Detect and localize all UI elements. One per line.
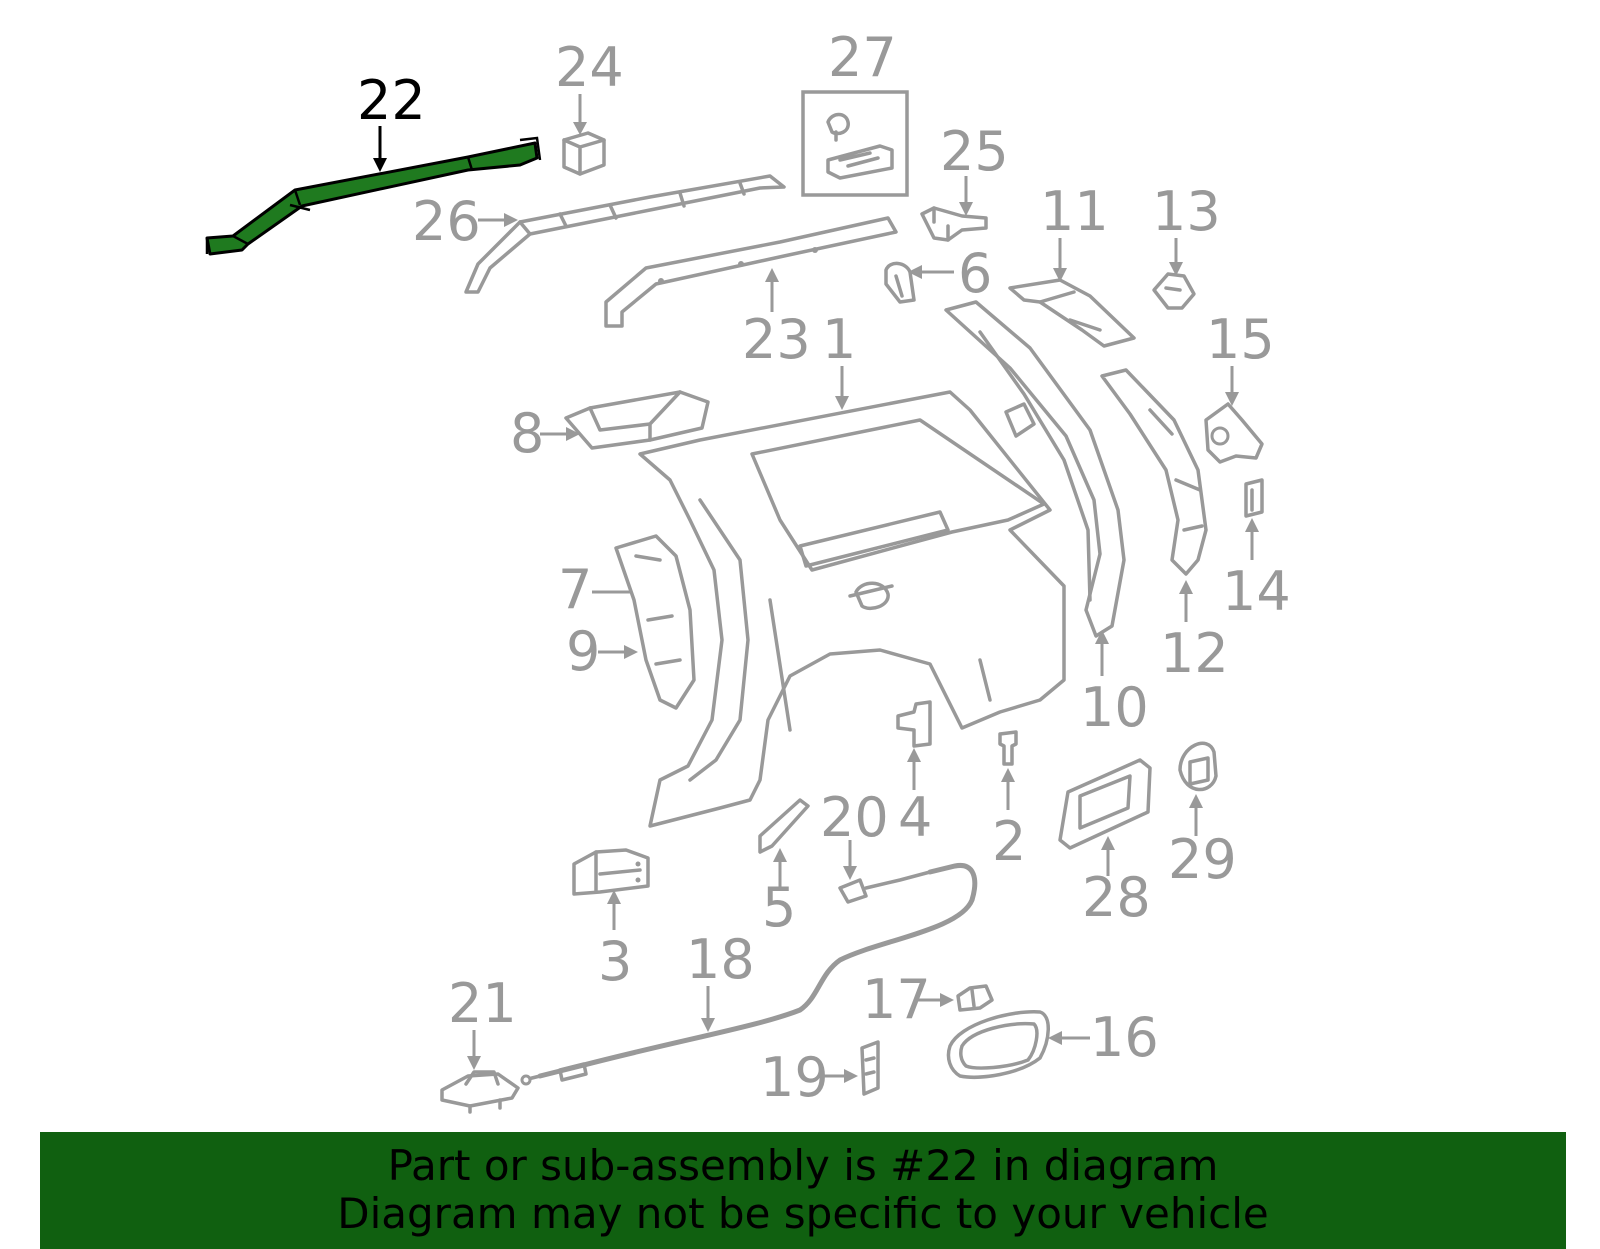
- callout-10: 10: [1080, 676, 1149, 739]
- callout-17-arrow: [916, 993, 954, 1007]
- part-21-lever: [440, 1070, 520, 1114]
- part-6-clip: [884, 261, 916, 304]
- part-16-fuel-lid: [946, 1010, 1050, 1079]
- callout-18-arrow: [701, 986, 715, 1032]
- banner-line-disclaimer: Diagram may not be specific to your vehi…: [337, 1189, 1269, 1238]
- callout-18: 18: [686, 928, 755, 991]
- part-15-bracket: [1204, 402, 1264, 464]
- callout-13-arrow: [1169, 238, 1183, 276]
- callout-21: 21: [448, 972, 517, 1035]
- callout-4-arrow: [907, 748, 921, 790]
- callout-23: 23: [742, 308, 811, 371]
- callout-12: 12: [1160, 622, 1229, 685]
- callout-9: 9: [566, 620, 600, 683]
- callout-25-arrow: [959, 176, 973, 216]
- part-8-panel: [564, 390, 710, 450]
- callout-12-arrow: [1179, 580, 1193, 622]
- callout-5-arrow: [773, 848, 787, 890]
- callout-11: 11: [1040, 180, 1109, 243]
- part-4-bracket: [896, 700, 932, 748]
- callout-7: 7: [558, 558, 592, 621]
- callout-19: 19: [760, 1046, 829, 1109]
- part-10-wheelhouse: [944, 300, 1126, 638]
- part-11-panel: [1008, 278, 1136, 348]
- callout-4: 4: [898, 786, 932, 849]
- part-19-bracket: [860, 1040, 880, 1096]
- callout-1-arrow: [835, 366, 849, 410]
- part-23-rail: [604, 216, 898, 328]
- callout-2: 2: [992, 810, 1026, 873]
- callout-14-arrow: [1245, 518, 1259, 560]
- part-1-quarter-panel: [638, 390, 1066, 828]
- callout-16: 16: [1090, 1006, 1159, 1069]
- callout-3: 3: [598, 930, 632, 993]
- callout-21-arrow: [467, 1030, 481, 1070]
- callout-6-arrow: [908, 265, 954, 279]
- part-24-block: [562, 131, 606, 176]
- callout-10-arrow: [1095, 630, 1109, 676]
- callout-23-arrow: [765, 268, 779, 312]
- part-2-bolt: [998, 730, 1018, 766]
- callout-19-arrow: [818, 1069, 858, 1083]
- part-18-cable: [520, 862, 978, 1086]
- callout-20: 20: [820, 786, 889, 849]
- part-20-connector: [838, 870, 932, 904]
- part-22-highlighted[interactable]: [205, 136, 542, 256]
- callout-20-arrow: [843, 840, 857, 880]
- part-14-clip: [1244, 478, 1264, 518]
- callout-22: 22: [357, 69, 426, 132]
- callout-26-arrow: [478, 213, 518, 227]
- part-26-rail: [464, 174, 786, 294]
- callout-16-arrow: [1048, 1031, 1090, 1045]
- callout-1: 1: [822, 308, 856, 371]
- callout-25: 25: [940, 120, 1009, 183]
- callout-9-arrow: [598, 645, 638, 659]
- part-29-ring: [1178, 741, 1218, 792]
- part-12-wheelhouse-inner: [1100, 368, 1208, 576]
- callout-8: 8: [510, 402, 544, 465]
- callout-3-arrow: [607, 890, 621, 930]
- banner-line-part: Part or sub-assembly is #22 in diagram: [387, 1141, 1219, 1190]
- callout-24-arrow: [573, 94, 587, 135]
- callout-28: 28: [1082, 866, 1151, 929]
- notice-banner: Part or sub-assembly is #22 in diagram D…: [40, 1132, 1566, 1249]
- callout-14: 14: [1222, 560, 1291, 623]
- part-5-strip: [758, 798, 810, 854]
- callout-2-arrow: [1001, 768, 1015, 810]
- callout-29-arrow: [1189, 794, 1203, 836]
- callout-26: 26: [412, 190, 481, 253]
- callout-15: 15: [1206, 308, 1275, 371]
- part-25-bracket: [920, 206, 988, 242]
- part-7-pillar: [614, 534, 696, 710]
- part-17-clip: [956, 984, 994, 1012]
- callout-24: 24: [555, 36, 624, 99]
- callout-28-arrow: [1101, 836, 1115, 876]
- callout-22-arrow: [373, 126, 387, 172]
- part-3-bracket: [572, 848, 650, 896]
- part-28-housing: [1058, 758, 1152, 850]
- callout-6: 6: [958, 242, 992, 305]
- callout-8-arrow: [540, 427, 580, 441]
- callout-13: 13: [1152, 180, 1221, 243]
- part-27-clip-box: [801, 90, 909, 197]
- callout-15-arrow: [1225, 366, 1239, 406]
- callout-29: 29: [1168, 828, 1237, 891]
- callout-11-arrow: [1053, 238, 1067, 282]
- callout-27: 27: [828, 26, 897, 89]
- part-13-bracket: [1152, 272, 1196, 310]
